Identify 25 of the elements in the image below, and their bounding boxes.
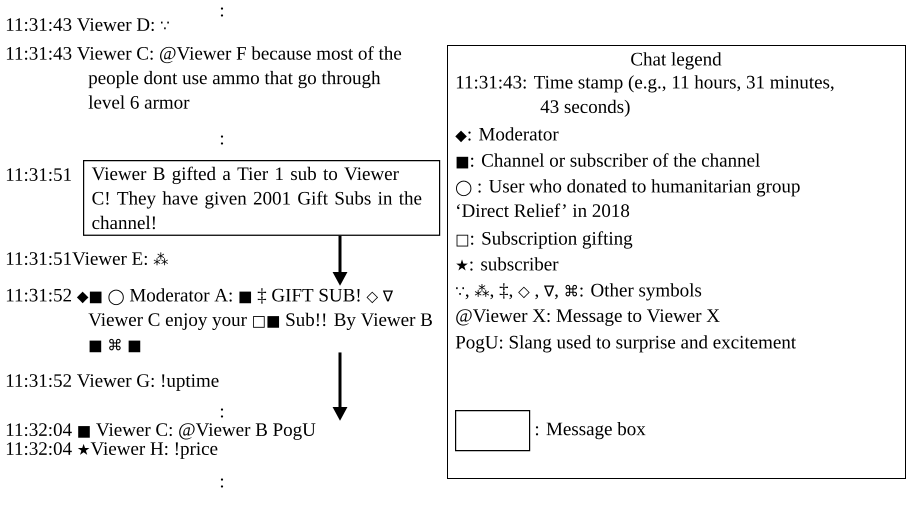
legend-entry: : Message box (536, 422, 646, 440)
legend-entry: ◯ : User who donated to humanitarian group ‘Direct Relief’ in 2018 (456, 179, 800, 218)
message-box: Viewer B gifted a Tier 1 sub to Viewer C! They have given 2001 Gift Subs in the channel! (83, 160, 440, 236)
legend-entry: □: Subscription gifting (456, 231, 632, 249)
chat-message: 11:31:43 Viewer C: @Viewer F because most of the people dont use ammo that go through level 6 armor (6, 46, 402, 109)
ellipsis: : (220, 408, 224, 418)
chat-message: 11:31:52 ◆■ ◯ Moderator A: ■ ‡ GIFT SUB! ◇ ∇ Viewer C enjoy your □■ Sub!! By Viewer B ■ ⌘ ■ (6, 288, 432, 352)
chat-message: 11:32:04 ★Viewer H: !price (6, 442, 218, 459)
legend-entry: PogU: Slang used to surprise and excitement (456, 335, 796, 352)
timestamp: 11:31:51 (6, 168, 71, 182)
chat-message: 11:32:04 ■ Viewer C: @Viewer B PogU (6, 423, 316, 440)
legend-entry: 11:31:43: Time stamp (e.g., 11 hours, 31 minutes, 43 seconds) (456, 75, 834, 117)
ellipsis: : (220, 7, 224, 17)
chat-message: 11:31:43 Viewer D: ∵ (6, 18, 169, 32)
legend-entry: @Viewer X: Message to Viewer X (456, 309, 720, 326)
ellipsis: : (220, 478, 224, 488)
chat-message: 11:31:51Viewer E: ⁂ (6, 252, 168, 266)
message-box-sample (455, 410, 530, 452)
chat-message: 11:31:52 Viewer G: !uptime (6, 374, 219, 391)
legend-entry: ◆: Moderator (455, 127, 559, 142)
legend-box (447, 45, 906, 479)
legend-entry: ★: subscriber (456, 257, 558, 271)
legend-heading: Chat legend (631, 52, 722, 70)
legend-entry: ■: Channel or subscriber of the channel (456, 153, 760, 168)
legend-entry: ∵, ⁂, ‡, ◇ , ∇, ⌘: Other symbols (456, 283, 702, 300)
